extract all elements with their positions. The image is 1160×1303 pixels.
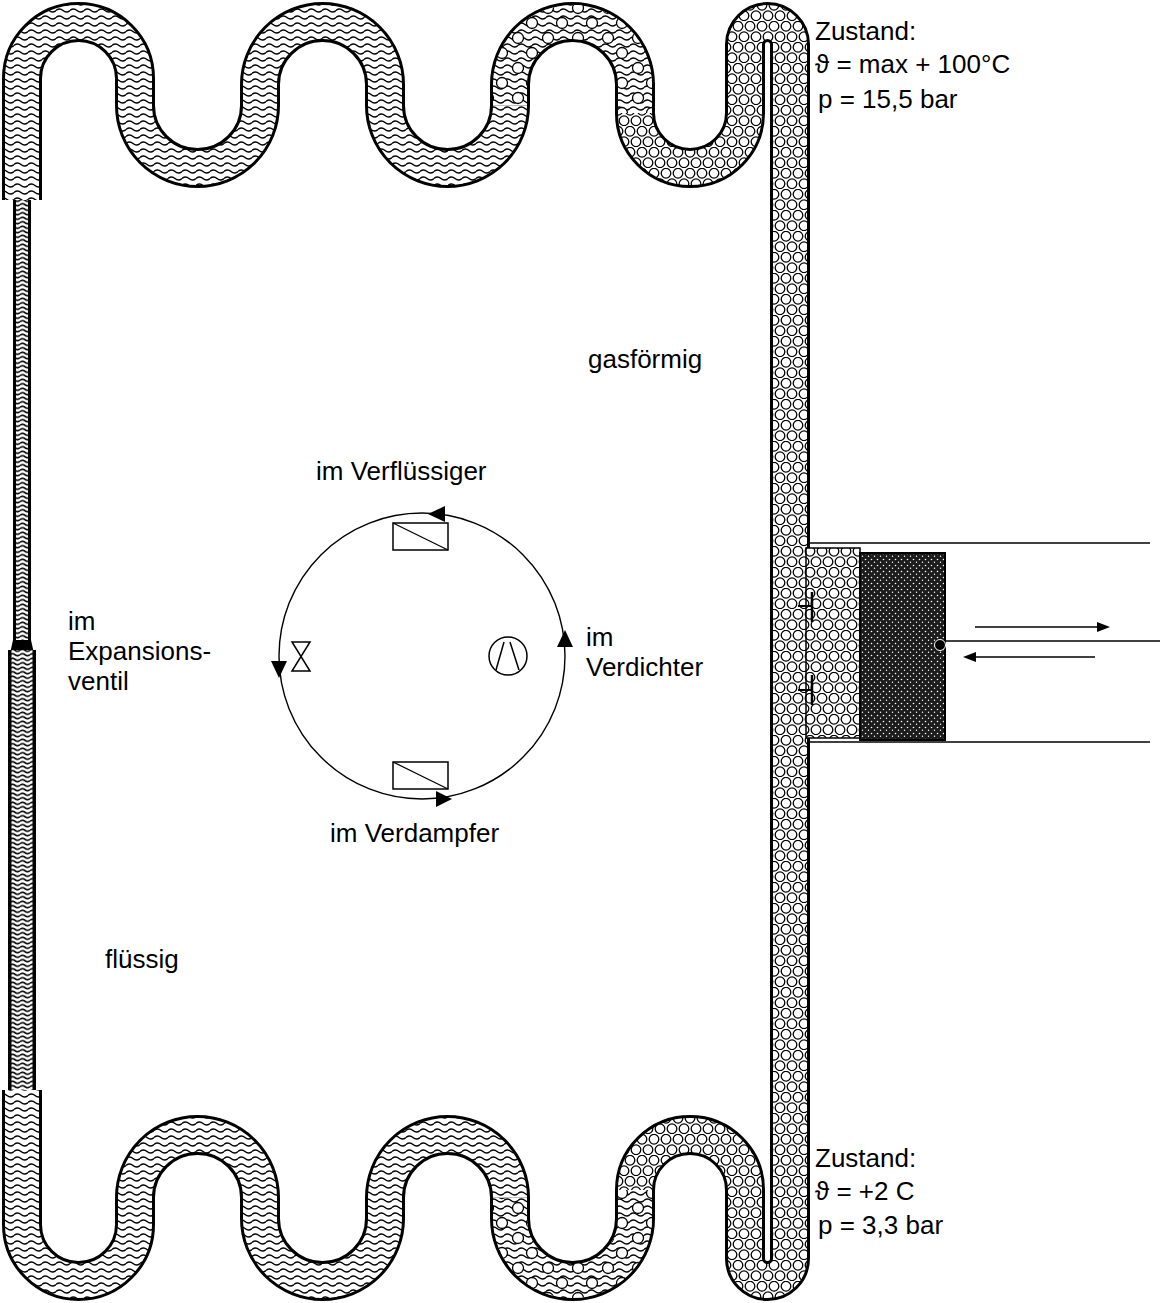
flow-arrow bbox=[557, 630, 573, 647]
stage-label: im Verdampfer bbox=[330, 818, 550, 848]
cylinder-chamber bbox=[806, 548, 860, 738]
pressure-value: p = 3,3 bar bbox=[818, 1210, 1118, 1240]
cylinder-wall bbox=[808, 542, 1150, 544]
pressure-value: p = 15,5 bar bbox=[818, 84, 1118, 114]
evaporator-mixed bbox=[510, 1190, 635, 1281]
valve-flap bbox=[798, 605, 812, 607]
stroke-arrow bbox=[975, 656, 1095, 658]
tube-outline bbox=[22, 22, 790, 1281]
liquid-line-fill bbox=[12, 650, 33, 1100]
phase-label: flüssig bbox=[105, 944, 265, 974]
stage-label: im Verflüssiger bbox=[316, 456, 556, 486]
condenser-mixed bbox=[510, 22, 635, 113]
piston-pin bbox=[935, 640, 946, 651]
cycle-circle bbox=[279, 513, 565, 799]
flow-arrow bbox=[428, 506, 445, 522]
liquid-line-fill bbox=[16, 195, 28, 648]
compressor-symbol bbox=[489, 637, 527, 675]
stage-label: im Verdichter bbox=[586, 622, 716, 682]
stroke-arrowhead bbox=[1097, 622, 1110, 632]
flow-arrow bbox=[436, 791, 452, 807]
liquid-line-outline bbox=[8, 650, 36, 1100]
temperature-value: ϑ = max + 100°C bbox=[815, 49, 1145, 79]
condenser-liquid bbox=[22, 22, 510, 200]
vapour-line bbox=[635, 22, 790, 1281]
liquid-line-outline bbox=[13, 195, 31, 648]
piston bbox=[860, 553, 945, 740]
piston-rod bbox=[945, 640, 1160, 642]
stroke-arrow bbox=[975, 626, 1098, 628]
stage-label: im Expansions- ventil bbox=[68, 606, 218, 696]
evaporator-symbol bbox=[393, 762, 448, 789]
condenser-symbol bbox=[393, 523, 448, 550]
valve-flap bbox=[798, 689, 812, 691]
cylinder-wall bbox=[808, 741, 1150, 743]
expansion-valve-symbol bbox=[292, 642, 310, 671]
state-heading: Zustand: bbox=[815, 1143, 1115, 1173]
phase-label: gasförmig bbox=[588, 344, 808, 374]
evaporator-liquid bbox=[22, 1090, 510, 1281]
stroke-arrowhead bbox=[963, 652, 976, 662]
flow-arrow bbox=[271, 661, 287, 678]
condenser-mixed-bubbles bbox=[510, 22, 635, 113]
condenser-symbol bbox=[393, 523, 448, 550]
compressor-symbol bbox=[496, 642, 519, 670]
evaporator-symbol bbox=[393, 762, 448, 789]
state-heading: Zustand: bbox=[815, 16, 1115, 46]
evaporator-mixed-bubbles bbox=[510, 1190, 635, 1281]
temperature-value: ϑ = +2 C bbox=[815, 1176, 1115, 1206]
